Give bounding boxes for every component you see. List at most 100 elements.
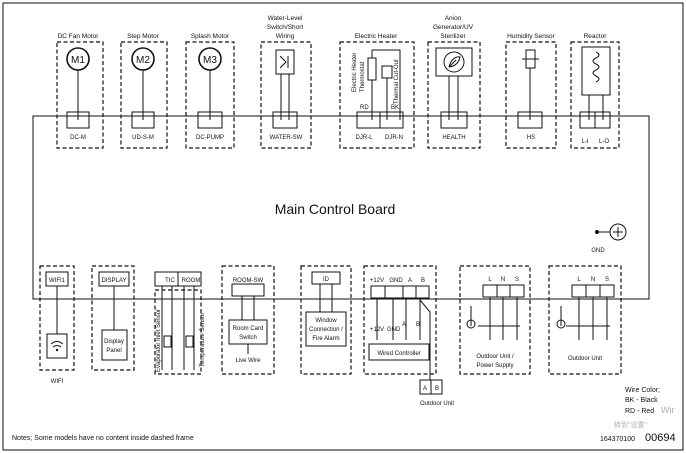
ground-icon (556, 319, 566, 329)
svg-text:M2: M2 (136, 55, 150, 66)
ground-icon (466, 319, 476, 329)
ground-icon: GND (591, 223, 627, 254)
svg-text:GND: GND (387, 327, 401, 333)
svg-text:L-O: L-O (599, 139, 609, 145)
svg-text:Switch: Switch (239, 335, 257, 341)
svg-text:Connection /: Connection / (309, 327, 343, 333)
evaporator-sensor-label: Evaporator Inlet Sensor (156, 309, 162, 372)
svg-text:Wire Color;: Wire Color; (625, 387, 660, 394)
component-label: Electric Heater (355, 33, 398, 40)
generator-icon (435, 47, 473, 77)
splash-motor: Splash Motor M3 DC-PUMP (185, 33, 235, 149)
sensor-icon (185, 335, 194, 348)
svg-text:DJR-N: DJR-N (385, 135, 403, 141)
svg-text:B: B (435, 386, 439, 392)
wired-controller: +12V GND A B +12V GND A B Wired Controll… (363, 265, 454, 407)
window-connection: ID Window Connection / Fire Alarm (300, 265, 352, 375)
main-control-board (32, 115, 650, 300)
svg-text:Thermostat: Thermostat (360, 61, 366, 92)
outdoor-unit: L N S Outdoor Unit (548, 265, 622, 375)
svg-text:B: B (416, 322, 420, 328)
connector (66, 111, 90, 129)
svg-text:N: N (591, 277, 595, 283)
board-title: Main Control Board (275, 201, 396, 217)
svg-text:L-I: L-I (581, 139, 588, 145)
thermostat-icon (381, 65, 393, 79)
svg-text:+12V: +12V (370, 278, 384, 284)
step-motor: Step Motor M2 UD-S-M (120, 33, 168, 149)
svg-text:N: N (501, 277, 505, 283)
room-card-switch: ROOM-SW Room Card Switch Live Wire (221, 265, 275, 375)
svg-text:转到"设置": 转到"设置" (614, 420, 647, 429)
terminal-label: WATER-SW (270, 135, 303, 141)
terminal-label: HEALTH (442, 135, 465, 141)
motor-symbol: M1 (71, 55, 85, 66)
svg-text:M3: M3 (203, 55, 217, 66)
svg-text:Wiring: Wiring (276, 33, 295, 40)
heater-element-icon (367, 57, 377, 81)
component-label: Humidity Sensor (507, 33, 556, 40)
svg-text:S: S (605, 277, 609, 283)
anion-generator: Anion Generator/UV Sterilizer HEALTH (427, 15, 481, 149)
svg-text:Panel: Panel (106, 348, 121, 354)
water-level-switch: Water-Level Switch/Short Wiring WATER-SW (260, 15, 312, 149)
wire-label-rd: RD (360, 105, 369, 111)
terminal-label: UD-S-M (132, 135, 154, 141)
svg-text:GND: GND (389, 278, 403, 284)
svg-text:Sterilizer: Sterilizer (440, 33, 466, 40)
component-label: DC Fan Motor (58, 33, 100, 40)
svg-text:L: L (577, 277, 581, 283)
dc-fan-motor: DC Fan Motor M1 DC-M (56, 33, 104, 149)
svg-text:Electric Heater: Electric Heater (352, 53, 358, 92)
svg-text:+12V: +12V (370, 327, 384, 333)
switch-icon (275, 49, 295, 75)
svg-text:Outdoor Unit: Outdoor Unit (568, 356, 602, 362)
display-panel (101, 329, 128, 361)
svg-text:A: A (423, 386, 427, 392)
part-number: 164370100 00694 (600, 432, 676, 444)
svg-text:Generator/UV: Generator/UV (433, 24, 474, 31)
svg-text:S: S (515, 277, 519, 283)
gnd-label: GND (591, 248, 605, 254)
svg-text:00694: 00694 (645, 432, 676, 444)
connector-label: ID (323, 277, 330, 283)
temperature-sensor-label: Temperature Sensor (200, 313, 206, 367)
component-label: Reactor (584, 33, 608, 40)
reactor: Reactor L-I L-O (570, 33, 620, 149)
svg-text:Live Wire: Live Wire (235, 358, 261, 364)
svg-text:DJR-L: DJR-L (355, 135, 373, 141)
humidity-sensor: Humidity Sensor HS (505, 33, 557, 149)
wire-color-legend: Wire Color; BK - Black RD - Red (625, 387, 660, 415)
svg-text:Outdoor Unit: Outdoor Unit (420, 401, 454, 407)
svg-text:A: A (402, 322, 406, 328)
svg-text:Water-Level: Water-Level (268, 15, 303, 22)
svg-text:L: L (488, 277, 492, 283)
temperature-sensors: TIC ROOM Evaporator Inlet Sensor Tempera… (154, 271, 206, 375)
svg-text:Display: Display (104, 339, 124, 345)
svg-text:Thermal Cut-Out: Thermal Cut-Out (394, 59, 400, 104)
connector-label: ROOM-SW (233, 278, 264, 284)
svg-text:Window: Window (315, 318, 337, 324)
svg-text:Outdoor Unit /: Outdoor Unit / (476, 354, 514, 360)
wire-label-bk: BK (391, 105, 399, 111)
wired-controller-label: Wired Controller (377, 351, 420, 357)
electric-heater: Electric Heater Electric Heater Thermost… (339, 33, 415, 149)
display-module: DISPLAY Display Panel (91, 265, 135, 371)
room-label: ROOM (182, 278, 201, 284)
wifi-module: WIFI1 WIFI (39, 265, 75, 385)
svg-text:Wir: Wir (661, 405, 675, 415)
svg-text:RD - Red: RD - Red (625, 408, 654, 415)
svg-text:BK - Black: BK - Black (625, 397, 658, 404)
svg-text:B: B (421, 278, 425, 284)
wifi-label: WIFI (51, 379, 64, 385)
reactor-icon (581, 46, 611, 96)
dashed-frame (56, 41, 104, 149)
sensor-icon (163, 335, 172, 348)
svg-text:Switch/Short: Switch/Short (267, 24, 304, 31)
component-label: Splash Motor (191, 33, 230, 40)
svg-text:164370100: 164370100 (600, 436, 635, 443)
outdoor-unit-power-supply: L N S Outdoor Unit / Power Supply (459, 265, 531, 375)
svg-text:Room Card: Room Card (233, 326, 264, 332)
